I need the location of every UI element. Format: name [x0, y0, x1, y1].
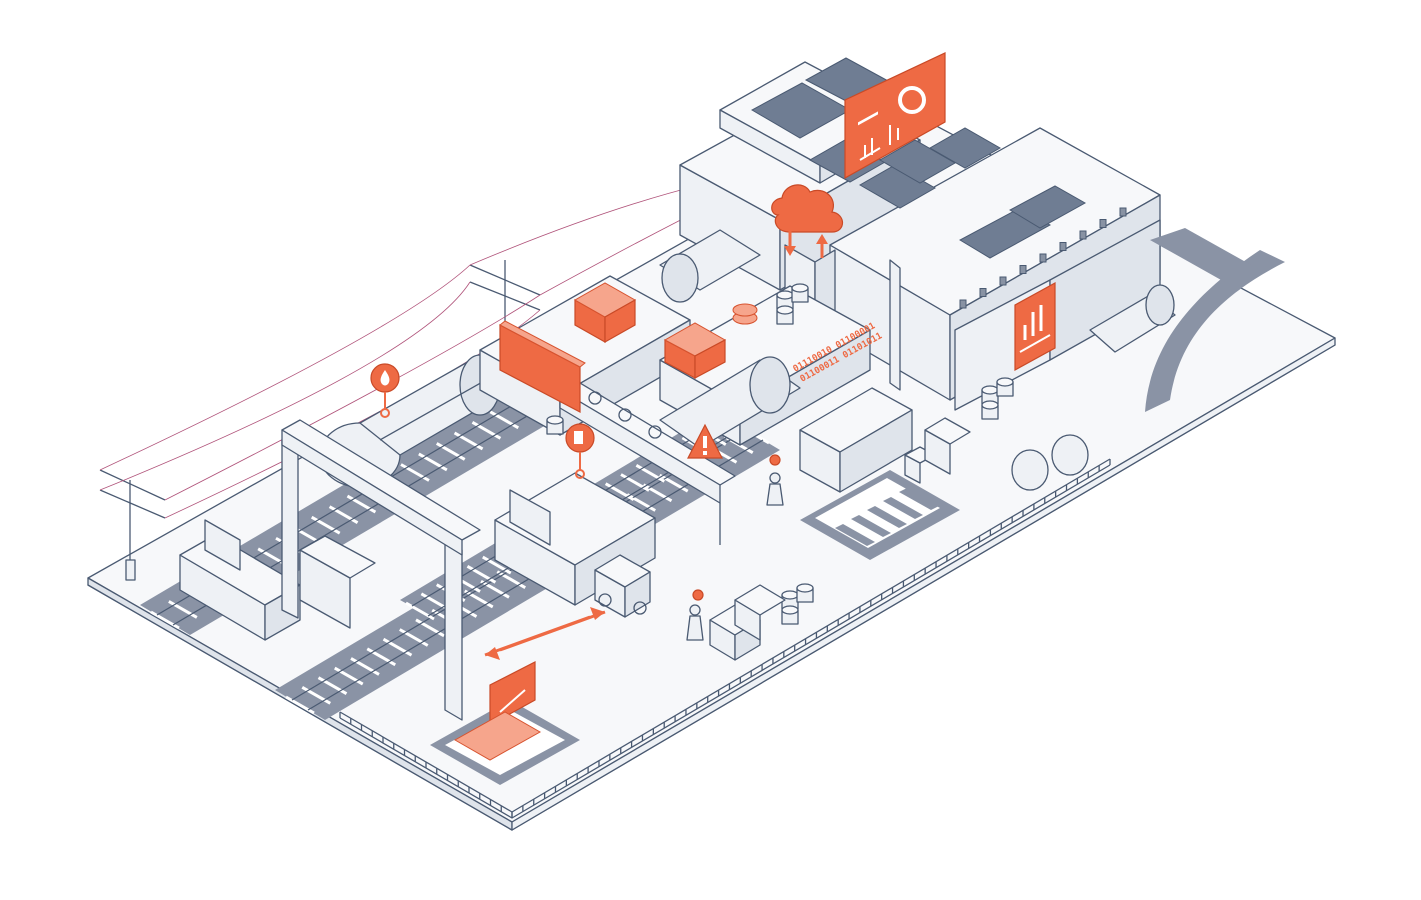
window — [1119, 207, 1127, 217]
track-tie — [150, 610, 180, 630]
person-pin-icon — [692, 454, 781, 601]
track-tie — [480, 579, 510, 599]
track-tie — [310, 515, 341, 535]
perimeter-fence — [339, 458, 1111, 819]
warning-icon — [687, 423, 723, 459]
crosswalk-stripe — [867, 506, 907, 528]
track-tie — [604, 482, 635, 501]
window — [1059, 242, 1067, 251]
barrel-top — [776, 290, 794, 300]
track-tie — [366, 647, 396, 667]
track-tie — [334, 666, 364, 686]
track-tie — [405, 601, 435, 621]
track-tie — [659, 473, 689, 493]
window — [999, 276, 1007, 286]
fuel-pin-icon — [565, 423, 595, 479]
track-tie — [328, 505, 359, 524]
window — [979, 288, 987, 297]
forklift-1 — [594, 554, 651, 618]
barrel-top — [781, 605, 799, 615]
track-tie — [482, 555, 512, 575]
track-tie — [489, 410, 520, 430]
crosswalk-stripe — [899, 488, 939, 510]
window — [959, 299, 967, 309]
window — [1079, 230, 1087, 240]
forklift-2 — [924, 417, 971, 475]
barrel-top — [546, 415, 564, 425]
track-tie — [453, 431, 484, 451]
worker-2 — [686, 604, 704, 641]
track-tie — [620, 473, 650, 492]
track-tie — [301, 686, 331, 705]
drop-pin-icon — [370, 363, 400, 418]
sign-screen — [499, 320, 586, 413]
tank-car-3 — [659, 356, 801, 449]
laptop-icon — [453, 661, 542, 761]
cloud-sync-icon — [771, 184, 844, 258]
track-tie — [382, 637, 413, 657]
crosswalk-stripe — [851, 515, 891, 537]
track-tie — [464, 589, 494, 609]
barrel-top — [996, 377, 1014, 387]
curved-road — [1145, 228, 1285, 412]
track-tie — [642, 483, 673, 503]
shipping-container — [799, 387, 913, 493]
coin-stack-icon — [732, 303, 758, 325]
track-tie — [635, 464, 666, 483]
track-tie — [317, 676, 348, 696]
track-tie — [399, 628, 429, 647]
direction-arrows — [484, 607, 606, 660]
track-tie — [285, 695, 315, 715]
barrel-top — [981, 400, 999, 410]
bar-chart-panel-icon — [1014, 281, 1056, 372]
crosswalk-stripe — [835, 524, 875, 546]
track-tie — [168, 600, 198, 619]
tank-car-2 — [659, 229, 761, 303]
track-tie — [418, 452, 448, 472]
gantry-crane — [281, 419, 481, 721]
window — [1099, 219, 1107, 228]
window — [1039, 253, 1047, 263]
crosswalk-1 — [800, 470, 960, 560]
barrel-top — [981, 385, 999, 395]
track-tie — [466, 564, 497, 584]
dashboard-screen-icon — [844, 52, 946, 180]
barrel-top — [791, 283, 809, 293]
barrels — [546, 283, 1014, 625]
track-tie — [435, 442, 466, 461]
track-tie — [350, 657, 380, 676]
crosswalk-stripe — [883, 497, 923, 519]
worker-1 — [766, 472, 784, 506]
window — [1019, 265, 1027, 274]
track-tie — [496, 570, 526, 589]
crates — [709, 446, 936, 661]
storage-tanks — [1011, 284, 1176, 491]
barrel-top — [776, 305, 794, 315]
track-tie — [415, 618, 445, 638]
barrel-top — [781, 590, 799, 600]
track-tie — [400, 463, 430, 482]
track-tie — [346, 494, 377, 514]
barrel-top — [796, 583, 814, 593]
track-tie — [471, 421, 502, 440]
